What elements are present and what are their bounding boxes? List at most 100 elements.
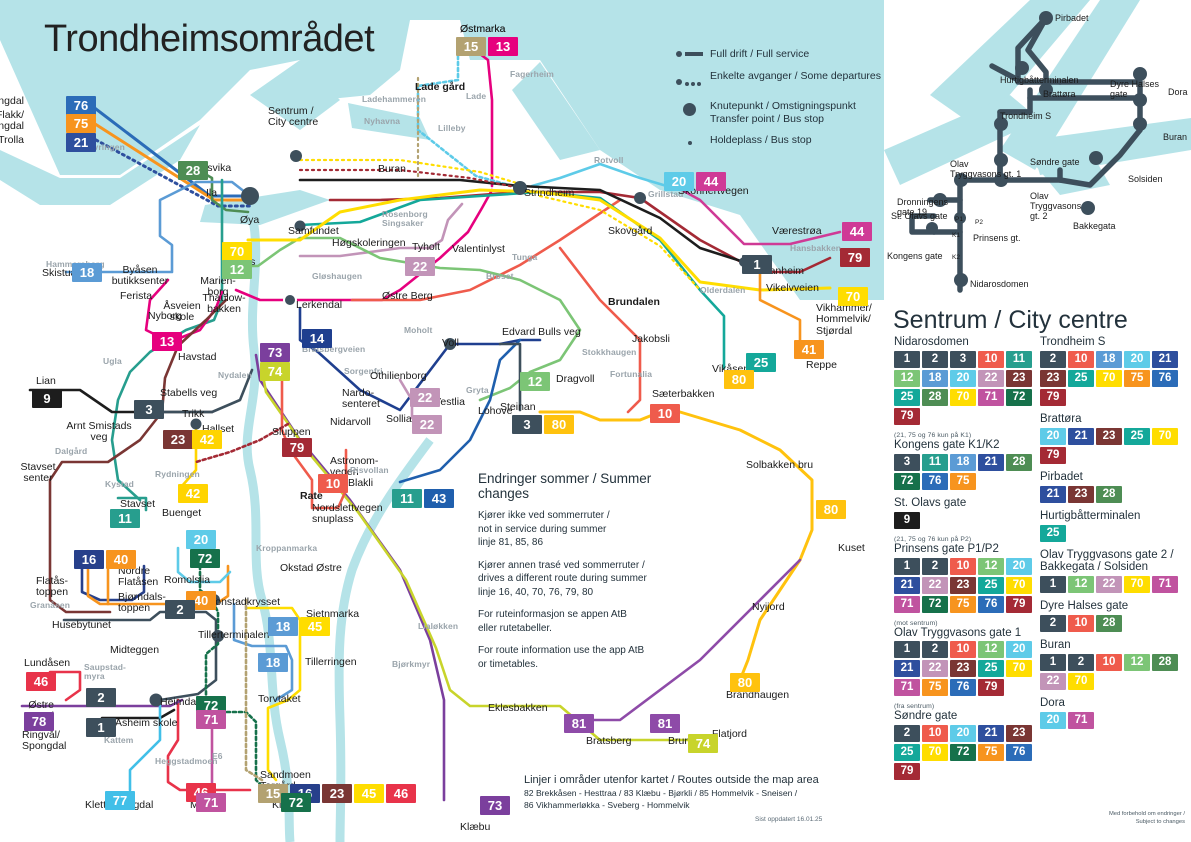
line-chip-75[interactable]: 75: [1124, 369, 1150, 387]
line-chip-18[interactable]: 18: [1096, 350, 1122, 368]
line-chip-10[interactable]: 10: [1068, 350, 1094, 368]
line-chip-70[interactable]: 70: [922, 744, 948, 762]
line-chip-25[interactable]: 25: [894, 744, 920, 762]
line-chip-75[interactable]: 75: [950, 472, 976, 490]
line-chip-71[interactable]: 71: [894, 595, 920, 613]
line-chip-20[interactable]: 20: [1040, 427, 1066, 445]
line-chip-12[interactable]: 12: [978, 557, 1004, 575]
line-chip-28[interactable]: 28: [1096, 615, 1122, 633]
line-chip-12[interactable]: 12: [978, 641, 1004, 659]
line-chip-22[interactable]: 22: [978, 369, 1004, 387]
line-chip-10[interactable]: 10: [1068, 615, 1094, 633]
line-chip-21[interactable]: 21: [1040, 485, 1066, 503]
line-chip-71[interactable]: 71: [894, 679, 920, 697]
line-chip-18[interactable]: 18: [950, 453, 976, 471]
line-chip-70[interactable]: 70: [1124, 576, 1150, 594]
line-chip-23[interactable]: 23: [1068, 485, 1094, 503]
line-chip-71[interactable]: 71: [1068, 711, 1094, 729]
line-chip-2[interactable]: 2: [1040, 350, 1066, 368]
line-chip-3[interactable]: 3: [950, 350, 976, 368]
line-chip-2[interactable]: 2: [922, 350, 948, 368]
line-chip-12[interactable]: 12: [1124, 654, 1150, 671]
line-chip-79[interactable]: 79: [978, 679, 1004, 697]
line-chip-70[interactable]: 70: [1068, 673, 1094, 690]
line-chip-28[interactable]: 28: [1006, 453, 1032, 471]
line-chip-25[interactable]: 25: [978, 660, 1004, 678]
line-chip-75[interactable]: 75: [922, 679, 948, 697]
line-chip-20[interactable]: 20: [1124, 350, 1150, 368]
line-chip-21[interactable]: 21: [894, 576, 920, 594]
line-chip-25[interactable]: 25: [894, 388, 920, 406]
line-chip-70[interactable]: 70: [1006, 576, 1032, 594]
line-chip-10[interactable]: 10: [922, 725, 948, 743]
line-chip-23[interactable]: 23: [950, 660, 976, 678]
line-chip-20[interactable]: 20: [1006, 641, 1032, 659]
line-chip-11[interactable]: 11: [1006, 350, 1032, 368]
line-chip-1[interactable]: 1: [1040, 576, 1066, 594]
line-chip-70[interactable]: 70: [1006, 660, 1032, 678]
line-chip-28[interactable]: 28: [1096, 485, 1122, 503]
line-chip-71[interactable]: 71: [978, 388, 1004, 406]
line-chip-2[interactable]: 2: [894, 725, 920, 743]
line-chip-28[interactable]: 28: [1152, 654, 1178, 671]
line-chip-3[interactable]: 3: [894, 453, 920, 471]
line-chip-71[interactable]: 71: [1152, 576, 1178, 594]
line-chip-72[interactable]: 72: [950, 744, 976, 762]
line-chip-11[interactable]: 11: [922, 453, 948, 471]
line-chip-76[interactable]: 76: [922, 472, 948, 490]
line-chip-1[interactable]: 1: [894, 641, 920, 659]
line-chip-22[interactable]: 22: [922, 576, 948, 594]
line-chip-22[interactable]: 22: [922, 660, 948, 678]
line-chip-79[interactable]: 79: [1040, 388, 1066, 406]
line-chip-23[interactable]: 23: [1006, 369, 1032, 387]
line-chip-1[interactable]: 1: [894, 557, 920, 575]
line-chip-22[interactable]: 22: [1096, 576, 1122, 594]
line-chip-2[interactable]: 2: [1068, 654, 1094, 671]
line-chip-12[interactable]: 12: [1068, 576, 1094, 594]
line-chip-79[interactable]: 79: [894, 763, 920, 781]
line-chip-25[interactable]: 25: [1040, 524, 1066, 542]
line-chip-20[interactable]: 20: [1006, 557, 1032, 575]
line-chip-25[interactable]: 25: [1124, 427, 1150, 445]
line-chip-75[interactable]: 75: [950, 595, 976, 613]
line-chip-10[interactable]: 10: [950, 557, 976, 575]
line-chip-23[interactable]: 23: [1096, 427, 1122, 445]
line-chip-79[interactable]: 79: [1040, 446, 1066, 464]
line-chip-21[interactable]: 21: [894, 660, 920, 678]
line-chip-20[interactable]: 20: [950, 369, 976, 387]
line-chip-70[interactable]: 70: [1152, 427, 1178, 445]
line-chip-20[interactable]: 20: [1040, 711, 1066, 729]
line-chip-76[interactable]: 76: [950, 679, 976, 697]
line-chip-1[interactable]: 1: [1040, 654, 1066, 671]
line-chip-21[interactable]: 21: [1152, 350, 1178, 368]
line-chip-23[interactable]: 23: [1040, 369, 1066, 387]
line-chip-25[interactable]: 25: [978, 576, 1004, 594]
line-chip-23[interactable]: 23: [1006, 725, 1032, 743]
line-chip-72[interactable]: 72: [1006, 388, 1032, 406]
line-chip-25[interactable]: 25: [1068, 369, 1094, 387]
line-chip-23[interactable]: 23: [950, 576, 976, 594]
line-chip-21[interactable]: 21: [1068, 427, 1094, 445]
line-chip-2[interactable]: 2: [922, 557, 948, 575]
line-chip-20[interactable]: 20: [950, 725, 976, 743]
line-chip-22[interactable]: 22: [1040, 673, 1066, 690]
line-chip-1[interactable]: 1: [894, 350, 920, 368]
line-chip-21[interactable]: 21: [978, 453, 1004, 471]
line-chip-72[interactable]: 72: [894, 472, 920, 490]
line-chip-10[interactable]: 10: [978, 350, 1004, 368]
line-chip-70[interactable]: 70: [950, 388, 976, 406]
line-chip-76[interactable]: 76: [1152, 369, 1178, 387]
line-chip-10[interactable]: 10: [950, 641, 976, 659]
line-chip-76[interactable]: 76: [1006, 744, 1032, 762]
line-chip-10[interactable]: 10: [1096, 654, 1122, 671]
line-chip-2[interactable]: 2: [1040, 615, 1066, 633]
line-chip-75[interactable]: 75: [978, 744, 1004, 762]
line-chip-18[interactable]: 18: [922, 369, 948, 387]
line-chip-28[interactable]: 28: [922, 388, 948, 406]
line-chip-2[interactable]: 2: [922, 641, 948, 659]
line-chip-12[interactable]: 12: [894, 369, 920, 387]
line-chip-72[interactable]: 72: [922, 595, 948, 613]
line-chip-79[interactable]: 79: [1006, 595, 1032, 613]
line-chip-76[interactable]: 76: [978, 595, 1004, 613]
line-chip-9[interactable]: 9: [894, 511, 920, 529]
